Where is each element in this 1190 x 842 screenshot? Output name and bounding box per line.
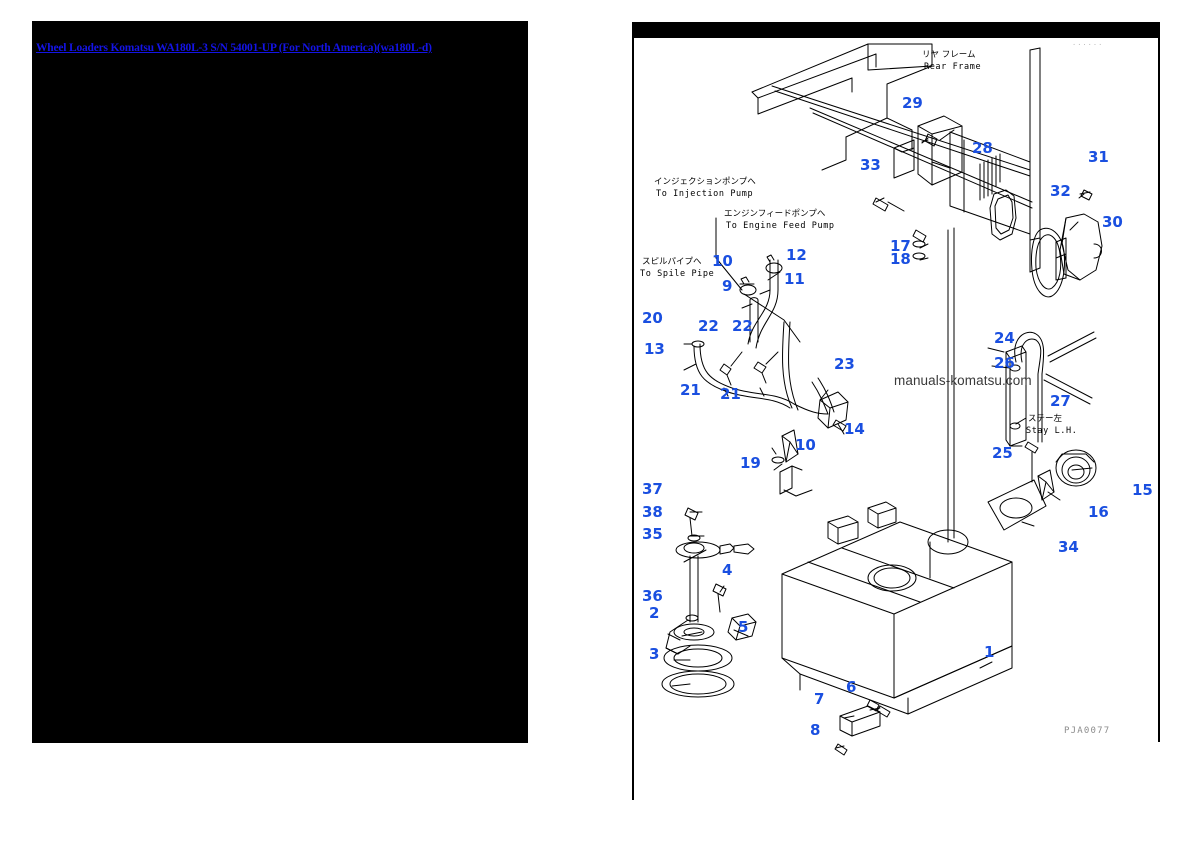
label-engine-feed-pump-jp: エンジンフィードポンプへ (724, 209, 826, 219)
callout-32: 32 (1050, 182, 1071, 200)
callout-25: 25 (992, 444, 1013, 462)
callout-29: 29 (902, 94, 923, 112)
callout-7: 7 (814, 690, 825, 708)
label-stay-lh-en: Stay L.H. (1026, 426, 1078, 436)
panel-top-bar (634, 22, 1158, 38)
parts-exploded-diagram (661, 43, 1103, 756)
callout-23: 23 (834, 355, 855, 373)
label-engine-feed-pump-en: To Engine Feed Pump (726, 221, 835, 231)
callout-28: 28 (972, 139, 993, 157)
drawing-top-code: ...... (1072, 39, 1104, 47)
callout-21-right: 21 (720, 385, 741, 403)
callout-37: 37 (642, 480, 663, 498)
callout-2: 2 (649, 604, 660, 622)
callout-21-left: 21 (680, 381, 701, 399)
label-rear-frame-en: Rear Frame (924, 62, 982, 72)
label-stay-lh-jp: ステー左 (1028, 414, 1063, 424)
callout-10-lower: 10 (795, 436, 816, 454)
callout-13: 13 (644, 340, 665, 358)
callout-17: 17 (890, 237, 911, 255)
callout-9: 9 (722, 277, 733, 295)
callout-10-upper: 10 (712, 252, 733, 270)
callout-35: 35 (642, 525, 663, 543)
callout-22-right: 22 (732, 317, 753, 335)
callout-19: 19 (740, 454, 761, 472)
callout-15: 15 (1132, 481, 1153, 499)
callout-36: 36 (642, 587, 663, 605)
callout-8: 8 (810, 721, 821, 739)
label-injection-pump-jp: インジェクションポンプへ (654, 177, 756, 187)
callout-6: 6 (846, 678, 857, 696)
callout-12: 12 (786, 246, 807, 264)
callout-18: 18 (890, 250, 911, 268)
callout-4: 4 (722, 561, 733, 579)
callout-1: 1 (984, 643, 995, 661)
callout-24: 24 (994, 329, 1015, 347)
label-spile-pipe-jp: スピルパイプへ (642, 257, 702, 267)
callout-20: 20 (642, 309, 663, 327)
callout-33: 33 (860, 156, 881, 174)
callout-38: 38 (642, 503, 663, 521)
callout-22-left: 22 (698, 317, 719, 335)
callout-16: 16 (1088, 503, 1109, 521)
parts-diagram-panel: リヤ フレーム Rear Frame インジェクションポンプへ To Injec… (632, 22, 1160, 800)
callout-34: 34 (1058, 538, 1079, 556)
callout-26: 26 (994, 354, 1015, 372)
label-injection-pump-en: To Injection Pump (656, 189, 754, 199)
callout-30: 30 (1102, 213, 1123, 231)
callout-27: 27 (1050, 392, 1071, 410)
callout-3: 3 (649, 645, 660, 663)
callout-31: 31 (1088, 148, 1109, 166)
document-title-link[interactable]: Wheel Loaders Komatsu WA180L-3 S/N 54001… (36, 42, 432, 54)
drawing-part-code: PJA0077 (1064, 726, 1111, 736)
callout-14: 14 (844, 420, 865, 438)
watermark-text: manuals-komatsu.com (894, 373, 1032, 388)
callout-11: 11 (784, 270, 805, 288)
label-rear-frame-jp: リヤ フレーム (922, 50, 976, 60)
document-page-left (32, 21, 528, 743)
panel-left-border (632, 22, 634, 800)
label-spile-pipe-en: To Spile Pipe (640, 269, 715, 279)
callout-5: 5 (738, 618, 749, 636)
panel-right-border (1158, 22, 1160, 742)
